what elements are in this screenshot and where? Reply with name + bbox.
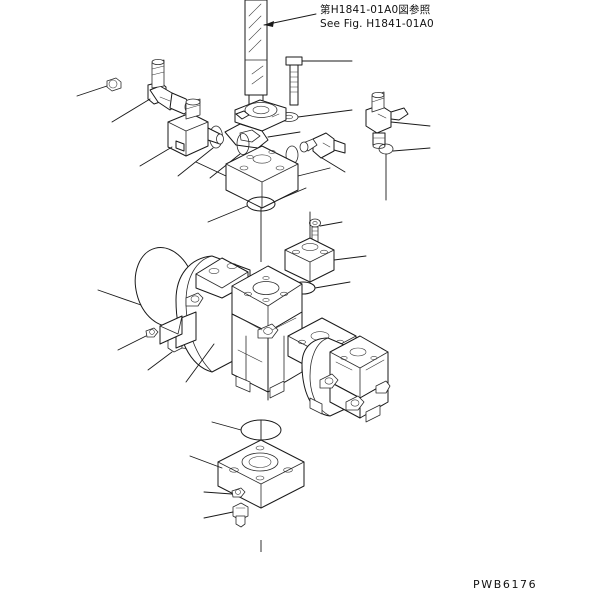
pump-gear-section <box>287 317 391 423</box>
mounting-washer-left <box>117 327 159 351</box>
pump-body-main <box>159 255 303 401</box>
drive-shaft <box>244 0 268 113</box>
port-fitting-center <box>299 132 346 173</box>
elbow-fitting-right <box>365 91 431 149</box>
drawing-code-label: PWB6176 <box>473 578 538 591</box>
elbow-fitting-left <box>111 59 196 123</box>
o-ring-right-fitting <box>378 143 431 201</box>
cover-block-bolt <box>309 218 343 244</box>
leader-drive-shaft-note <box>263 13 317 27</box>
o-ring-valve-block-left <box>209 133 250 179</box>
bottom-bolt <box>203 502 249 528</box>
valve-plate <box>195 145 331 209</box>
coupling-washer <box>279 109 353 122</box>
coupling-bolt <box>285 56 353 106</box>
valve-block-left <box>139 98 224 167</box>
reference-note-english: See Fig. H1841-01A0 <box>320 18 434 30</box>
o-ring-valve-plate <box>207 196 276 223</box>
coupling-half-upper <box>234 99 287 132</box>
cover-block-right <box>284 211 367 283</box>
o-ring-bottom-flange <box>211 419 282 441</box>
plug-left <box>76 77 122 97</box>
bottom-washer <box>203 487 246 498</box>
reference-note-japanese: 第H1841-01A0図参照 <box>320 4 431 16</box>
bottom-mounting-flange <box>189 439 305 509</box>
